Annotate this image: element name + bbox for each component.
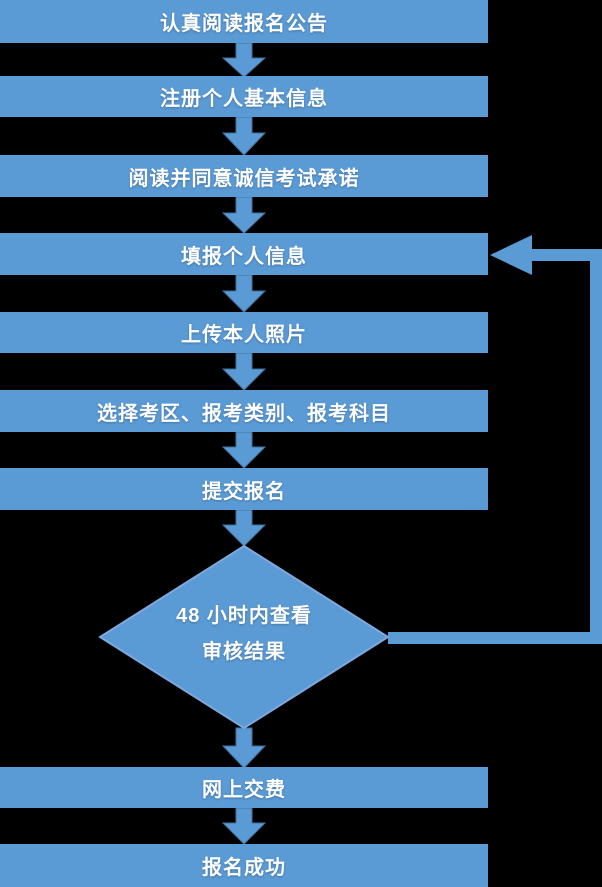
step-box-select-exam-options: 选择考区、报考类别、报考科目 — [0, 390, 488, 432]
step-label: 提交报名 — [202, 480, 286, 503]
step-label: 网上交费 — [202, 779, 286, 801]
down-arrow-5 — [221, 352, 267, 391]
decision-diamond — [98, 544, 390, 730]
step-label: 认真阅读报名公告 — [160, 13, 328, 35]
step-box-agree-integrity-pledge: 阅读并同意诚信考试承诺 — [0, 155, 488, 197]
step-label: 注册个人基本信息 — [160, 88, 328, 110]
down-arrow-3 — [221, 196, 267, 234]
step-label: 选择考区、报考类别、报考科目 — [97, 402, 391, 425]
step-box-fill-personal-info: 填报个人信息 — [0, 233, 488, 275]
step-label: 填报个人信息 — [181, 245, 307, 268]
down-arrow-2 — [221, 116, 267, 156]
down-arrow-4 — [221, 274, 267, 313]
down-arrow-8 — [221, 727, 267, 769]
step-box-read-announcement: 认真阅读报名公告 — [0, 0, 488, 43]
step-label: 报名成功 — [202, 857, 286, 879]
down-arrow-7 — [221, 509, 267, 547]
down-arrow-6 — [221, 431, 267, 469]
down-arrow-1 — [221, 42, 267, 78]
step-box-register-basic-info: 注册个人基本信息 — [0, 76, 488, 117]
step-box-pay-online: 网上交费 — [0, 767, 488, 808]
step-box-registration-success: 报名成功 — [0, 844, 488, 887]
step-label: 上传本人照片 — [181, 324, 307, 346]
step-label: 阅读并同意诚信考试承诺 — [128, 167, 360, 190]
step-box-submit-registration: 提交报名 — [0, 468, 488, 510]
step-box-upload-photo: 上传本人照片 — [0, 312, 488, 353]
feedback-arrow — [388, 235, 602, 644]
down-arrow-9 — [221, 807, 267, 845]
